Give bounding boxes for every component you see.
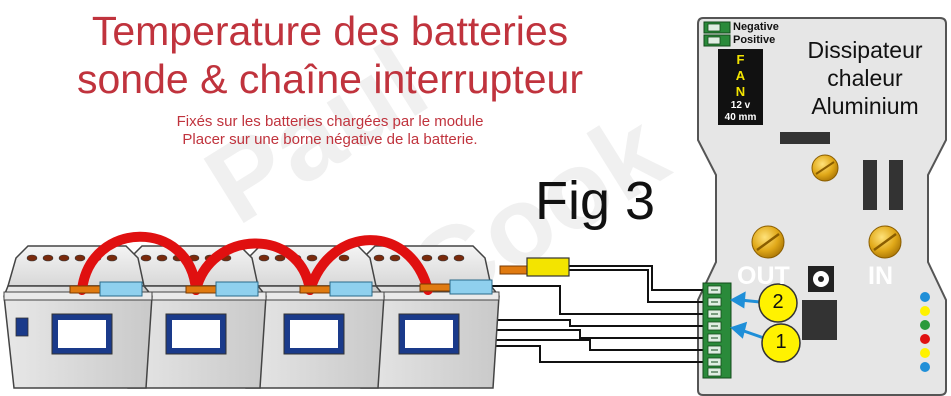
fan-box xyxy=(718,49,763,125)
temperature-probe-4 xyxy=(419,279,493,295)
fan-letter-n: N xyxy=(735,84,746,99)
positive-wire-label: Positive xyxy=(733,34,776,46)
fan-voltage: 12 v xyxy=(730,100,751,111)
fan-letter-a: A xyxy=(735,68,746,83)
heatsink-label-line-2: chaleur xyxy=(827,65,903,91)
terminal-screw-8 xyxy=(707,367,722,377)
top-wire-terminal-positive xyxy=(703,34,731,47)
marker-1 xyxy=(761,323,801,363)
heatsink-slot xyxy=(780,132,830,144)
in-terminal-screw xyxy=(868,225,902,259)
middle-screw xyxy=(811,154,839,182)
terminal-screw-3 xyxy=(707,309,722,319)
in-terminal-label: IN xyxy=(868,262,893,290)
fan-size: 40 mm xyxy=(724,112,757,123)
fan-letter-f: F xyxy=(736,52,745,67)
top-wire-terminal-negative xyxy=(703,21,731,34)
terminal-block xyxy=(702,282,732,379)
page-title-line-2: sonde & chaîne interrupteur xyxy=(77,56,583,102)
terminal-screw-2 xyxy=(707,297,722,307)
subtitle-line-2: Placer sur une borne négative de la batt… xyxy=(182,131,478,148)
out-terminal-label: OUT xyxy=(737,262,790,290)
subtitle-line-1: Fixés sur les batteries chargées par le … xyxy=(176,113,484,130)
fuse-bar-left xyxy=(863,160,877,210)
dial-icon xyxy=(808,266,834,292)
battery-4 xyxy=(350,245,500,389)
out-terminal-screw xyxy=(751,225,785,259)
temperature-probe-2 xyxy=(185,281,259,297)
led-1 xyxy=(920,292,930,302)
terminal-screw-1 xyxy=(707,285,722,295)
temperature-probe-1 xyxy=(69,281,143,297)
pointer-arrows xyxy=(729,291,765,340)
yellow-connector xyxy=(499,257,570,277)
figure-label: Fig 3 xyxy=(535,171,656,231)
heatsink-label-line-3: Aluminium xyxy=(811,93,919,119)
marker-2-label: 2 xyxy=(772,291,784,313)
terminal-screw-7 xyxy=(707,357,722,367)
module-chip xyxy=(802,300,837,340)
heatsink-label: Dissipateur chaleur Aluminium xyxy=(784,36,946,120)
led-indicator-column xyxy=(920,292,930,372)
terminal-screw-6 xyxy=(707,345,722,355)
terminal-screw-4 xyxy=(707,321,722,331)
led-2 xyxy=(920,306,930,316)
page-title-line-1: Temperature des batteries xyxy=(91,8,569,54)
fuse-bar-right xyxy=(889,160,903,210)
red-cables xyxy=(77,231,433,295)
marker-2 xyxy=(758,283,798,323)
terminal-screw-5 xyxy=(707,333,722,343)
led-5 xyxy=(920,348,930,358)
marker-1-label: 1 xyxy=(775,331,787,353)
led-3 xyxy=(920,320,930,330)
led-4 xyxy=(920,334,930,344)
temperature-probe-3 xyxy=(299,281,373,297)
battery-1 xyxy=(3,245,153,389)
led-6 xyxy=(920,362,930,372)
negative-wire-label: Negative xyxy=(733,21,779,33)
heatsink-label-line-1: Dissipateur xyxy=(807,37,923,63)
